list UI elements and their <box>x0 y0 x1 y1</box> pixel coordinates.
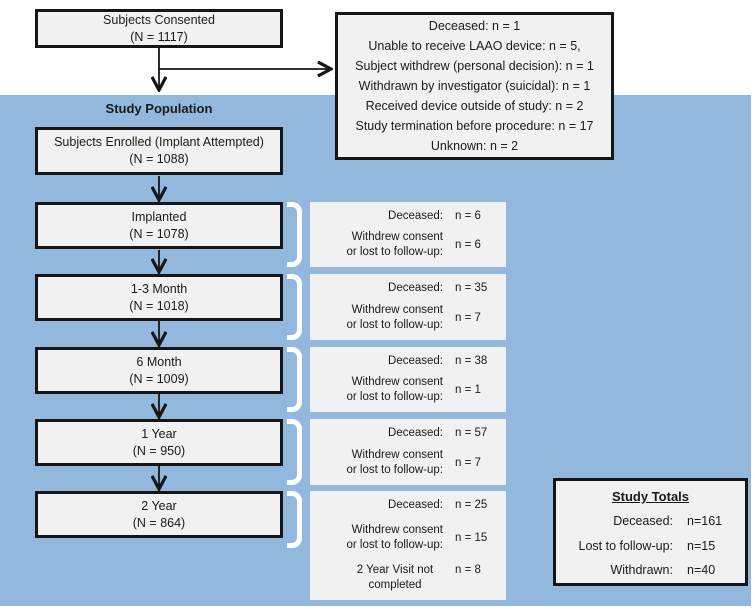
panel-row: Withdrew consent or lost to follow-up: n… <box>319 230 497 260</box>
study-population-heading: Study Population <box>105 101 213 116</box>
enrolled-n: (N = 1088) <box>129 152 189 166</box>
bracket-connector <box>287 419 302 485</box>
stage-box-1-3-month: 1-3 Month (N = 1018) <box>35 274 283 321</box>
panel-label: Withdrew consent or lost to follow-up: <box>346 449 443 477</box>
panel-value: n = 8 <box>455 564 481 577</box>
panel-row: Withdrew consent or lost to follow-up: n… <box>319 375 497 405</box>
consented-box: Subjects Consented (N = 1117) <box>35 9 283 48</box>
stage-box-2-year: 2 Year (N = 864) <box>35 491 283 538</box>
exclusion-panel-implanted: Deceased: n = 6 Withdrew consent or lost… <box>310 202 506 267</box>
panel-row: 2 Year Visit not completed n = 8 <box>319 563 497 593</box>
panel-label: Deceased: <box>388 282 443 294</box>
stage-title: 6 Month <box>136 354 182 369</box>
stage-n: (N = 1018) <box>129 298 189 313</box>
bracket-connector <box>287 347 302 412</box>
totals-value: n=40 <box>687 562 716 577</box>
totals-value: n=161 <box>687 514 723 529</box>
exclusion-line: Withdrawn by investigator (suicidal): n … <box>358 79 591 93</box>
stage-title: 1-3 Month <box>130 281 188 296</box>
panel-value: n = 35 <box>455 282 488 294</box>
totals-row: Withdrawn: n=40 <box>566 563 735 577</box>
stage-n: (N = 950) <box>132 443 186 458</box>
bracket-connector <box>287 202 302 267</box>
panel-row: Deceased: n = 6 <box>319 209 497 224</box>
exclusion-line: Deceased: n = 1 <box>428 19 521 33</box>
panel-value: n = 38 <box>455 355 488 367</box>
panel-row: Deceased: n = 57 <box>319 426 497 441</box>
panel-value: n = 7 <box>455 311 481 324</box>
panel-label: Deceased: <box>388 355 443 367</box>
panel-label: Withdrew consent or lost to follow-up: <box>346 524 443 552</box>
exclusion-line: Received device outside of study: n = 2 <box>365 99 584 113</box>
bracket-connector <box>287 274 302 340</box>
exclusion-panel-1-3-month: Deceased: n = 35 Withdrew consent or los… <box>310 274 506 340</box>
panel-value: n = 1 <box>455 383 481 396</box>
bracket-connector <box>287 491 302 548</box>
exclusion-line: Subject withdrew (personal decision): n … <box>355 59 594 73</box>
consented-title: Subjects Consented <box>103 12 215 27</box>
study-totals-box: Study Totals Deceased: n=161 Lost to fol… <box>553 478 748 586</box>
panel-label: Withdrew consent or lost to follow-up: <box>346 231 443 259</box>
exclusion-line: Unknown: n = 2 <box>430 139 519 153</box>
stage-title: Implanted <box>131 209 187 224</box>
stage-n: (N = 864) <box>132 515 186 530</box>
totals-row: Deceased: n=161 <box>566 514 735 528</box>
pre-enrollment-exclusions-box: Deceased: n = 1 Unable to receive LAAO d… <box>335 12 614 160</box>
panel-value: n = 6 <box>455 238 481 251</box>
stage-title: 1 Year <box>141 426 177 441</box>
consented-n: (N = 1117) <box>130 29 188 44</box>
stage-title: 2 Year <box>141 498 177 513</box>
stage-n: (N = 1009) <box>129 371 189 386</box>
totals-row: Lost to follow-up: n=15 <box>566 539 735 553</box>
exclusion-panel-6-month: Deceased: n = 38 Withdrew consent or los… <box>310 347 506 412</box>
panel-value: n = 15 <box>455 531 488 544</box>
panel-label: Withdrew consent or lost to follow-up: <box>346 376 443 404</box>
stage-n: (N = 1078) <box>129 226 189 241</box>
panel-row: Deceased: n = 35 <box>319 281 497 296</box>
totals-label: Withdrawn: <box>610 562 673 577</box>
panel-value: n = 25 <box>455 499 488 511</box>
panel-value: n = 7 <box>455 456 481 469</box>
panel-row: Withdrew consent or lost to follow-up: n… <box>319 448 497 478</box>
exclusion-panel-1-year: Deceased: n = 57 Withdrew consent or los… <box>310 419 506 485</box>
panel-label: Deceased: <box>388 499 443 511</box>
panel-row: Deceased: n = 25 <box>319 498 497 513</box>
totals-label: Deceased: <box>613 514 673 529</box>
exclusion-line: Study termination before procedure: n = … <box>355 119 594 133</box>
panel-label: Deceased: <box>388 210 443 222</box>
stage-box-1-year: 1 Year (N = 950) <box>35 419 283 466</box>
panel-row: Withdrew consent or lost to follow-up: n… <box>319 303 497 333</box>
exclusion-line: Unable to receive LAAO device: n = 5, <box>368 39 581 53</box>
stage-box-implanted: Implanted (N = 1078) <box>35 202 283 249</box>
panel-label: 2 Year Visit not completed <box>356 564 434 592</box>
panel-row: Deceased: n = 38 <box>319 354 497 369</box>
panel-label: Deceased: <box>388 427 443 439</box>
study-totals-title: Study Totals <box>611 489 690 504</box>
stage-box-6-month: 6 Month (N = 1009) <box>35 347 283 394</box>
panel-row: Withdrew consent or lost to follow-up: n… <box>319 523 497 553</box>
panel-label: Withdrew consent or lost to follow-up: <box>346 304 443 332</box>
enrolled-box: Subjects Enrolled (Implant Attempted) (N… <box>35 127 283 175</box>
totals-value: n=15 <box>687 538 716 553</box>
enrolled-title: Subjects Enrolled (Implant Attempted) <box>54 135 264 150</box>
panel-value: n = 6 <box>455 210 481 222</box>
totals-label: Lost to follow-up: <box>578 538 674 553</box>
panel-value: n = 57 <box>455 427 488 439</box>
exclusion-panel-2-year: Deceased: n = 25 Withdrew consent or los… <box>310 491 506 600</box>
